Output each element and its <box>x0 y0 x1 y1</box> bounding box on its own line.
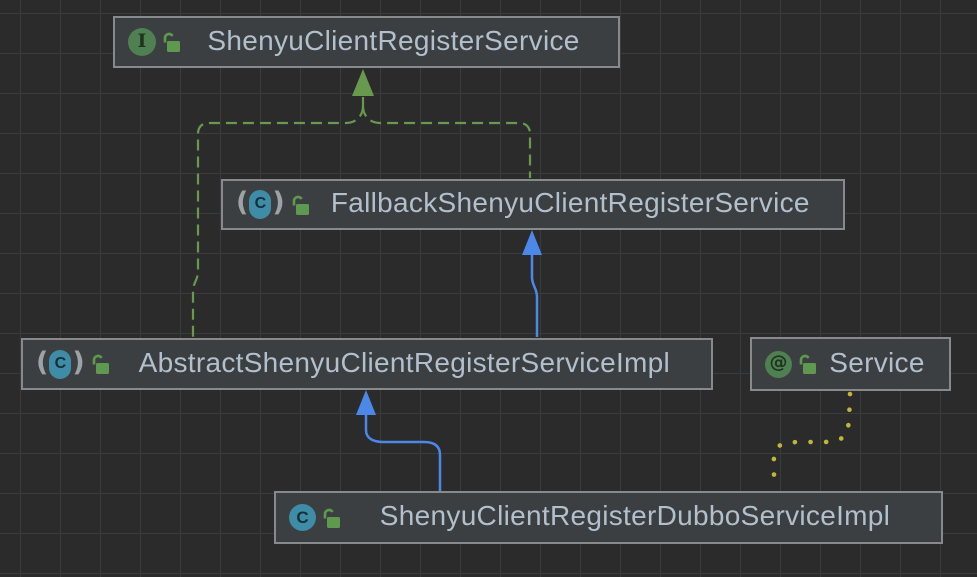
public-lock-icon <box>290 194 310 216</box>
node-abstract-shenyu-client-register-service-impl[interactable]: ( C ) AbstractShenyuClientRegisterServic… <box>21 338 713 390</box>
annotation-edge-dubbo-to-service <box>771 391 853 493</box>
abstract-class-icon: ( C ) <box>36 346 85 379</box>
extends-arrowhead-fallback <box>522 230 542 255</box>
node-label: FallbackShenyuClientRegisterService <box>330 187 810 218</box>
node-label: Service <box>829 346 925 378</box>
extends-edge-abstract-to-fallback <box>530 253 539 337</box>
extends-arrowhead-abstract <box>356 390 376 415</box>
realization-edge-abstract-to-interface <box>191 105 365 337</box>
annotation-icon: @ <box>765 350 792 378</box>
interface-icon: I <box>128 28 156 56</box>
node-fallback-shenyu-client-register-service[interactable]: ( C ) FallbackShenyuClientRegisterServic… <box>221 179 845 230</box>
public-lock-icon <box>321 507 341 529</box>
node-label: ShenyuClientRegisterService <box>207 24 580 56</box>
public-lock-icon <box>90 353 110 375</box>
node-label: ShenyuClientRegisterDubboServiceImpl <box>379 500 891 531</box>
node-label: AbstractShenyuClientRegisterServiceImpl <box>138 346 671 378</box>
realization-edge-fallback-to-interface <box>361 105 532 178</box>
realization-arrowhead <box>352 69 374 96</box>
node-shenyu-client-register-dubbo-service-impl[interactable]: C ShenyuClientRegisterDubboServiceImpl <box>274 491 943 544</box>
public-lock-icon <box>797 353 817 375</box>
node-shenyu-client-register-service[interactable]: I ShenyuClientRegisterService <box>113 16 620 68</box>
public-lock-icon <box>161 31 181 53</box>
node-service-annotation[interactable]: @ Service <box>750 337 951 391</box>
abstract-class-icon: ( C ) <box>236 187 285 219</box>
class-icon: C <box>289 504 316 531</box>
extends-edge-dubbo-to-abstract <box>364 413 442 492</box>
